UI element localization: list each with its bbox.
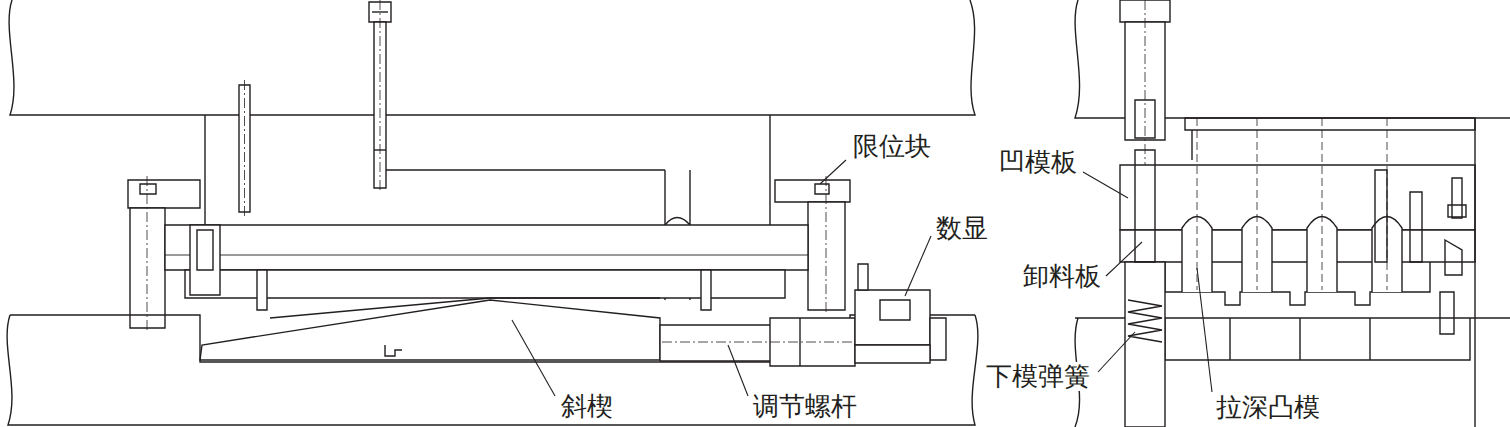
part-label: 斜楔 <box>560 392 614 421</box>
part-label: 下模弹簧 <box>985 362 1091 391</box>
part-label: 卸料板 <box>1022 262 1102 291</box>
part-label: 拉深凸模 <box>1215 393 1321 422</box>
part-label: 限位块 <box>852 132 932 161</box>
part-label: 调节螺杆 <box>752 392 858 421</box>
part-label: 数显 <box>935 214 989 243</box>
part-label: 凹模板 <box>998 148 1078 177</box>
